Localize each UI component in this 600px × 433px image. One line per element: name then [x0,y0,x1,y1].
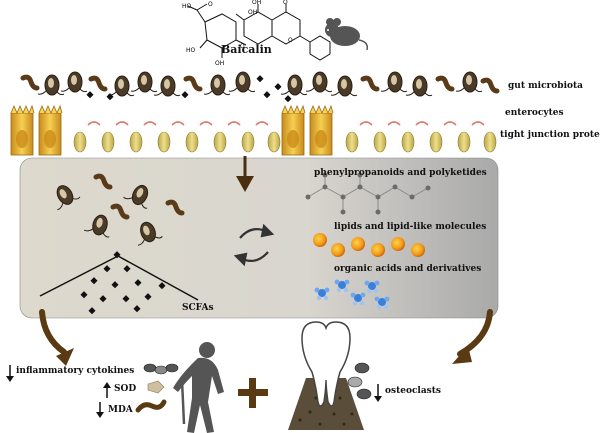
enterocytes-label: enterocytes [505,108,564,118]
atom-label: O [288,37,293,44]
metabolism-panel [19,157,499,319]
bacterium [280,74,308,96]
mda-label: MDA [108,405,133,415]
bacterium [455,71,483,93]
scfas-label: SCFAs [182,303,214,313]
mouse-icon [325,18,369,51]
osteoclasts-label: osteoclasts [385,386,441,396]
rod-bacterium [186,78,200,89]
tooth-icon [288,321,364,430]
rod-bacterium [23,77,37,88]
bacterium [228,71,256,93]
atom-label: OH [252,0,261,6]
atom-label: OH [215,60,224,67]
cytokine-arrows [6,365,111,418]
osteoclast-arrow [374,384,382,402]
bacterium [203,74,231,96]
osteoclast-icons [347,362,372,400]
gut-microbiota-row [23,71,497,103]
plus-icon [238,378,268,408]
sod-label: SOD [114,384,137,394]
organic-acids-label: organic acids and derivatives [334,264,482,274]
gut-microbiota-label: gut microbiota [508,81,583,91]
lipid-spheres [313,233,425,257]
enterocyte [10,105,35,156]
down-arrow-icon [236,156,254,192]
lipids-label: lipids and lipid-like molecules [334,222,487,232]
atom-label: O [240,43,245,50]
tight-junction-label: tight junction proteins [500,130,600,140]
elderly-person-icon [173,342,224,433]
compound-name: Baicalin [221,43,272,56]
atom-label: HO [182,3,192,10]
tight-junction-arcs [87,121,485,126]
bacterium [405,75,433,97]
phenylpropanoids-label: phenylpropanoids and polyketides [314,168,487,178]
left-curved-arrow-icon [39,309,74,366]
atom-label: O [283,0,288,6]
rod-bacterium [363,78,377,89]
bacterium [380,71,408,93]
bacterium [37,74,65,96]
baicalin-structure [187,3,331,61]
bacterium [130,71,158,93]
rod-bacterium [438,78,452,89]
cytokine-icons [135,363,179,413]
bacterium [153,75,181,97]
atom-label: O [208,1,213,8]
rod-bacterium [91,78,105,89]
molecule-network [305,172,431,215]
cycle-arrows-icon [233,223,275,267]
enterocyte [309,105,334,156]
rod-bacterium [483,80,497,91]
right-curved-arrow-icon [452,309,493,364]
atom-label: OH [248,9,257,16]
bacterium [305,71,333,93]
bacterium [330,75,358,97]
enterocyte [38,105,63,156]
bacterium [107,75,135,97]
bacterium [60,71,88,93]
epithelium-row [10,105,497,156]
atom-label: HO [186,47,196,54]
cytokines-label: inflammatory cytokines [16,366,135,376]
enterocyte [281,105,306,156]
